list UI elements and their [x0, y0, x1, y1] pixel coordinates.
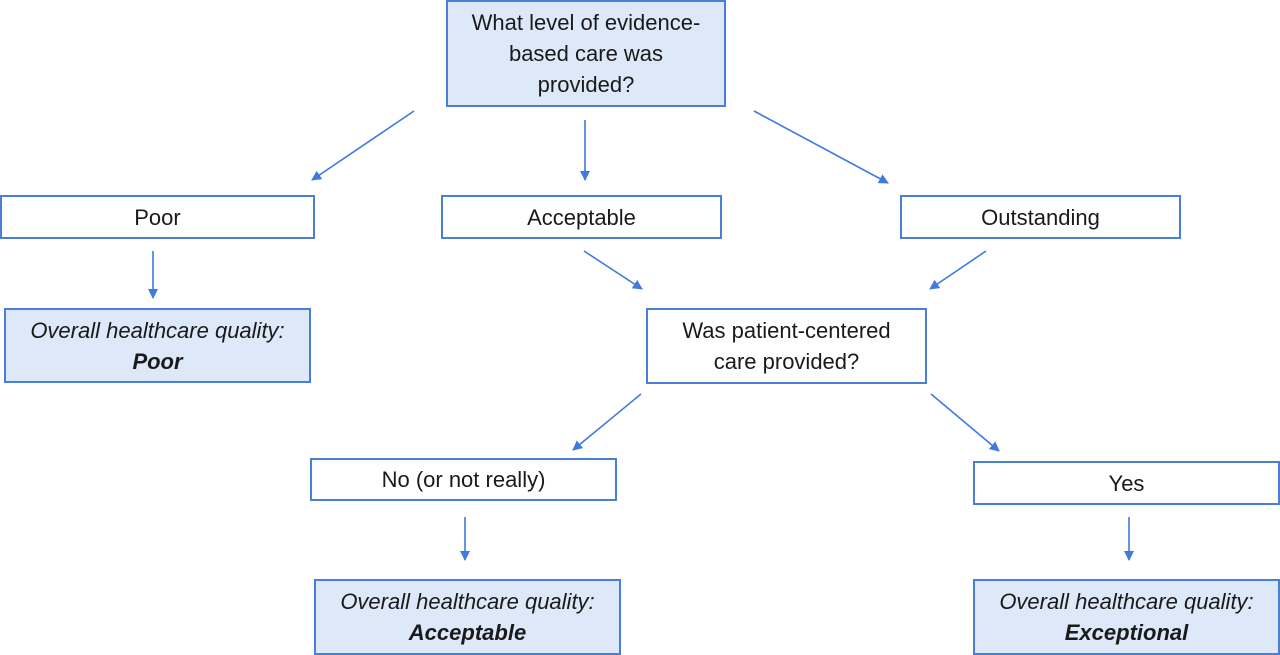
arrow-acceptable-to-question2 [583, 250, 643, 290]
option-no: No (or not really) [310, 458, 617, 501]
outcome-acceptable: Overall healthcare quality: Acceptable [314, 579, 621, 655]
question-evidence-based-care-text: What level of evidence-based care was pr… [471, 10, 701, 97]
outcome-exceptional-value: Exceptional [1064, 620, 1189, 645]
outcome-poor-value: Poor [132, 348, 183, 374]
outcome-exceptional-label: Overall healthcare quality: [999, 589, 1254, 614]
option-yes-label: Yes [1108, 470, 1145, 496]
arrow-question2-to-yes [930, 393, 1000, 452]
option-no-label: No (or not really) [381, 467, 546, 492]
outcome-exceptional: Overall healthcare quality: Exceptional [973, 579, 1280, 655]
option-outstanding-label: Outstanding [981, 204, 1100, 230]
arrow-question1-to-poor [311, 110, 415, 181]
arrow-question1-to-outstanding [753, 110, 889, 184]
option-poor-label: Poor [134, 204, 181, 230]
question-evidence-based-care: What level of evidence-based care was pr… [446, 0, 726, 107]
arrow-outstanding-to-question2 [929, 250, 987, 290]
outcome-poor: Overall healthcare quality: Poor [4, 308, 311, 383]
question-patient-centered-care: Was patient-centered care provided? [646, 308, 927, 384]
outcome-poor-label: Overall healthcare quality: [30, 317, 285, 343]
question-patient-centered-care-text: Was patient-centered care provided? [682, 318, 891, 374]
option-acceptable-label: Acceptable [527, 204, 636, 230]
outcome-acceptable-label: Overall healthcare quality: [340, 589, 595, 614]
arrow-question2-to-no [572, 393, 642, 451]
option-yes: Yes [973, 461, 1280, 505]
option-outstanding: Outstanding [900, 195, 1181, 239]
option-acceptable: Acceptable [441, 195, 722, 239]
outcome-acceptable-value: Acceptable [408, 620, 527, 645]
option-poor: Poor [0, 195, 315, 239]
